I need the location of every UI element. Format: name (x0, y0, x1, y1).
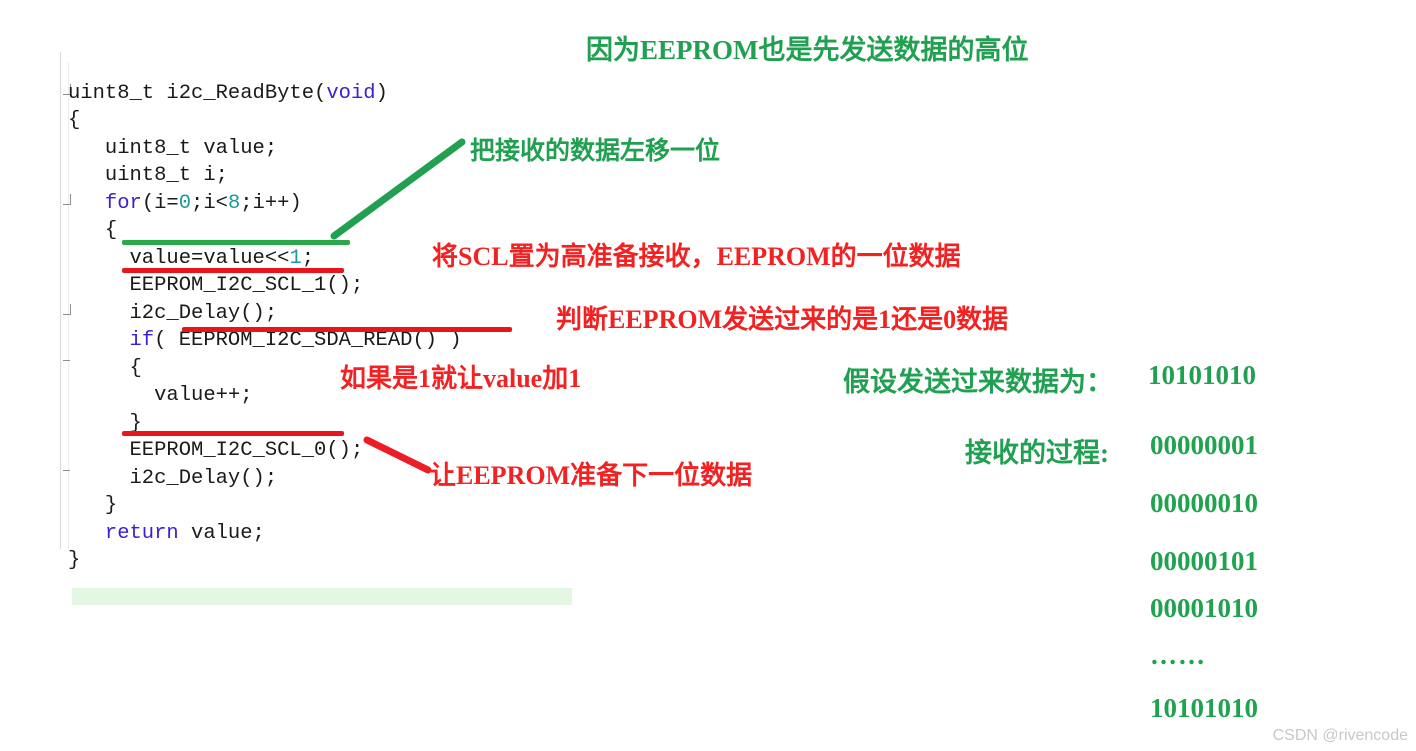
code-line-15: i2c_Delay(); (68, 466, 278, 490)
code-line-12: value++; (68, 384, 253, 407)
code-line-7: value=value<<1; (68, 246, 315, 270)
annotation-judge-read-red: 判断EEPROM发送过来的是1还是0数据 (556, 305, 1009, 334)
annotation-next-bit-red: 让EEPROM准备下一位数据 (430, 461, 753, 490)
code-line-9: i2c_Delay(); (68, 301, 278, 325)
code-fold-marker-function[interactable] (63, 84, 71, 95)
code-line-6: { (68, 219, 118, 242)
assume-label: 假设发送过来数据为： (843, 367, 1113, 397)
csdn-watermark: CSDN @rivencode (1272, 727, 1408, 744)
process-value-final: 10101010 (1150, 693, 1258, 723)
underline-red-sda-read (182, 327, 512, 332)
annotation-value-plus-red: 如果是1就让value加1 (340, 364, 582, 393)
editor-gutter-rule-secondary (68, 62, 69, 549)
process-value-ellipsis: …… (1150, 640, 1206, 670)
code-line-18: } (68, 549, 81, 572)
annotation-heading-green: 因为EEPROM也是先发送数据的高位 (586, 35, 1029, 65)
annotation-shift-left-green: 把接收的数据左移一位 (470, 138, 721, 165)
code-line-10: if( EEPROM_I2C_SDA_READ() ) (129, 329, 462, 352)
code-line-16: } (68, 494, 118, 517)
code-line-13: } (68, 411, 142, 435)
process-value-2: 00000010 (1150, 488, 1258, 518)
highlighted-blank-line (72, 588, 572, 605)
editor-gutter-rule (60, 52, 61, 549)
code-line-5: for(i=0;i<8;i++) (104, 191, 302, 215)
process-value-1: 00000001 (1150, 430, 1258, 460)
code-fold-marker-if[interactable] (63, 304, 71, 315)
code-line-14: EEPROM_I2C_SCL_0(); (68, 439, 364, 462)
process-value-4: 00001010 (1150, 593, 1258, 623)
process-value-3: 00000101 (1150, 546, 1258, 576)
underline-red-scl-1 (122, 268, 344, 273)
code-fold-marker-for[interactable] (63, 194, 71, 205)
code-line-8: EEPROM_I2C_SCL_1(); (68, 274, 364, 297)
assume-value: 10101010 (1148, 360, 1256, 390)
code-editor-pane[interactable]: uint8_t i2c_ReadByte(void) { uint8_t valu… (60, 52, 590, 605)
code-line-11: { (68, 356, 142, 380)
code-line-3: uint8_t value; (68, 136, 278, 160)
code-line-17: return value; (104, 521, 265, 545)
code-fold-marker-for-end[interactable] (63, 469, 70, 471)
underline-red-scl-0 (122, 431, 344, 436)
code-fold-marker-if-end[interactable] (63, 359, 70, 361)
code-line-4: uint8_t i; (68, 164, 228, 187)
code-text[interactable]: uint8_t i2c_ReadByte(void) { uint8_t valu… (68, 52, 462, 630)
process-label: 接收的过程: (965, 438, 1109, 468)
code-line-1: uint8_t i2c_ReadByte(void) (68, 81, 388, 105)
underline-green-value-shift (122, 240, 350, 245)
code-line-2: { (68, 109, 81, 132)
annotation-scl-high-red: 将SCL置为高准备接收，EEPROM的一位数据 (432, 242, 961, 271)
